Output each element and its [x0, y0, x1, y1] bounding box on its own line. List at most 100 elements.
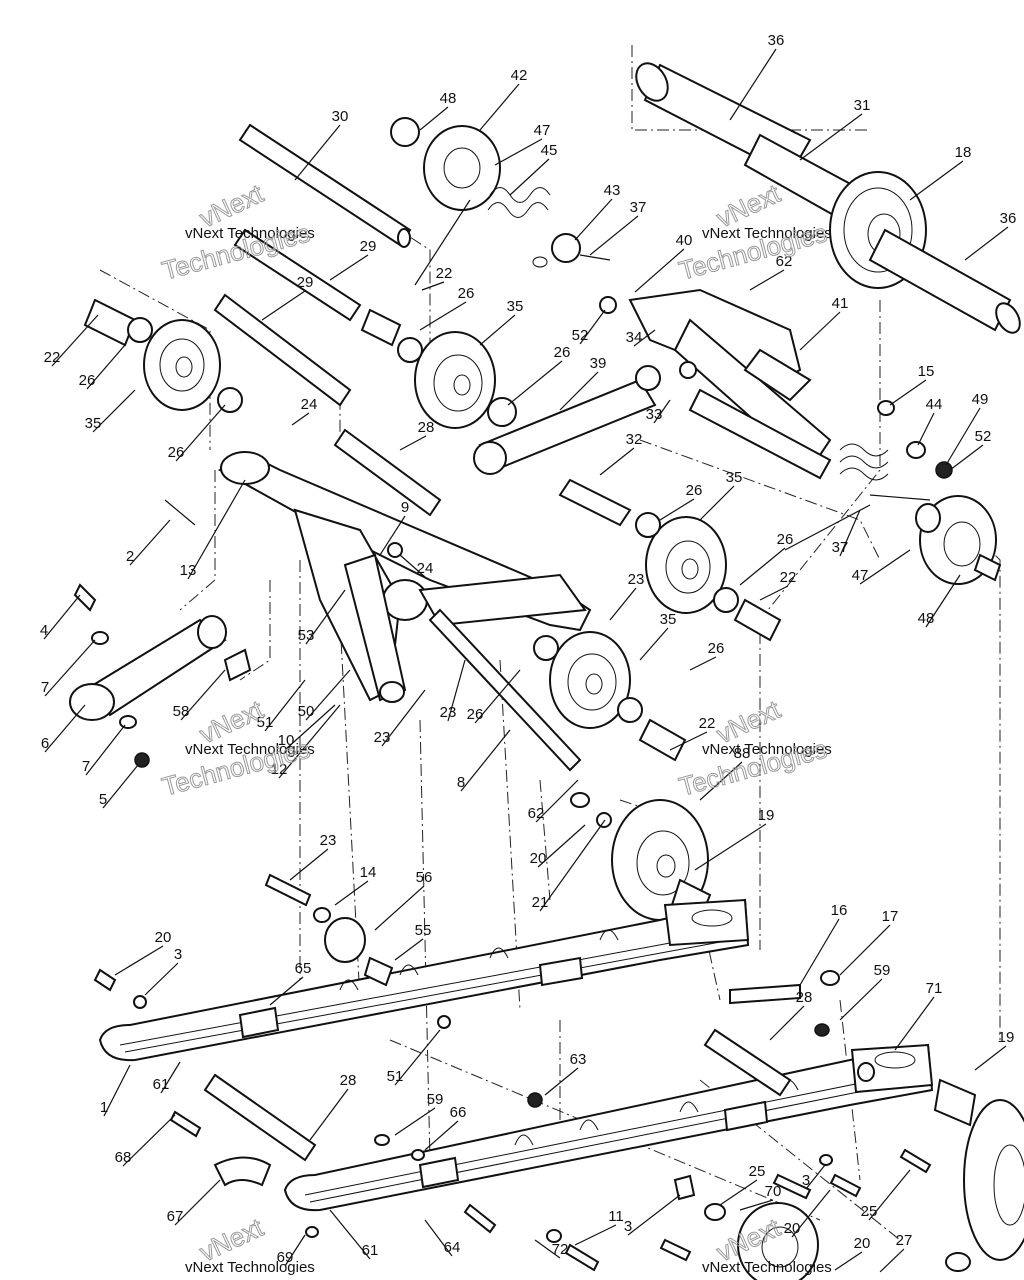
- callout-number: 67: [167, 1208, 184, 1225]
- callout-number: 12: [271, 761, 288, 778]
- callout-number: 69: [277, 1249, 294, 1266]
- callout-leader-line: [509, 158, 550, 196]
- callout-number: 88: [734, 745, 751, 762]
- callout-leader-line: [729, 48, 777, 121]
- shock-39: [473, 365, 661, 475]
- wheel-35-lower: [533, 631, 687, 762]
- callout-number: 59: [874, 962, 891, 979]
- wheel-35-left: [83, 298, 243, 413]
- callout-number: 28: [418, 419, 435, 436]
- callout-number: 63: [570, 1051, 587, 1068]
- callout-leader-line: [799, 113, 863, 161]
- callout-number: 20: [155, 929, 172, 946]
- callout-leader-line: [769, 1005, 805, 1041]
- callout-leader-line: [653, 399, 671, 424]
- rod-28-upper: [333, 428, 632, 527]
- callout-number: 2: [126, 548, 134, 565]
- callout-number: 31: [854, 97, 871, 114]
- callout-number: 51: [387, 1068, 404, 1085]
- watermark-company-text: vNext Technologies: [702, 225, 832, 242]
- callout-number: 22: [44, 349, 61, 366]
- callout-number: 39: [590, 355, 607, 372]
- callout-number: 50: [298, 703, 315, 720]
- callout-number: 43: [604, 182, 621, 199]
- axle-spacer-36: [868, 228, 1021, 334]
- callout-leader-line: [639, 627, 669, 661]
- callout-number: 32: [626, 431, 643, 448]
- callout-number: 26: [79, 372, 96, 389]
- bolt-37-top: [551, 233, 611, 263]
- callout-number: 23: [320, 832, 337, 849]
- callout-number: 22: [699, 715, 716, 732]
- watermark-company-text: vNext Technologies: [185, 225, 315, 242]
- callout-leader-line: [479, 314, 516, 346]
- callout-leader-line: [669, 731, 708, 751]
- callout-leader-line: [309, 1088, 349, 1141]
- callout-number: 47: [852, 567, 869, 584]
- callout-number: 37: [832, 539, 849, 556]
- callout-leader-line: [889, 379, 927, 406]
- callout-leader-line: [394, 1029, 441, 1086]
- callout-number: 10: [278, 732, 295, 749]
- callout-number: 11: [608, 1208, 624, 1225]
- callout-leader-line: [839, 509, 861, 557]
- callout-leader-line: [739, 547, 786, 586]
- rail-1: [93, 873, 750, 1062]
- callout-leader-line: [559, 371, 599, 411]
- callout-leader-line: [627, 1194, 681, 1236]
- callout-leader-line: [537, 824, 586, 868]
- link-6: [69, 499, 252, 768]
- wheel-42: [390, 117, 501, 211]
- callout-leader-line: [964, 226, 1009, 261]
- callout-leader-line: [839, 924, 891, 976]
- callout-leader-line: [574, 198, 613, 241]
- watermark-company-text: vNext Technologies: [185, 1259, 315, 1276]
- callout-leader-line: [925, 574, 961, 628]
- callout-number: 65: [295, 960, 312, 977]
- callout-leader-line: [394, 1107, 436, 1136]
- callout-leader-line: [539, 819, 606, 912]
- callout-leader-line: [261, 290, 306, 321]
- callout-number: 52: [572, 327, 589, 344]
- watermark-company-text: vNext Technologies: [185, 741, 315, 758]
- watermark-company-text: vNext Technologies: [702, 1259, 832, 1276]
- callout-number: 14: [360, 864, 377, 881]
- callout-leader-line: [175, 404, 226, 462]
- callout-number: 19: [998, 1029, 1015, 1046]
- callout-number: 26: [467, 706, 484, 723]
- callout-leader-line: [599, 447, 635, 476]
- callout-number: 61: [362, 1242, 379, 1259]
- callout-number: 3: [802, 1172, 810, 1189]
- callout-leader-line: [92, 389, 136, 433]
- callout-leader-line: [174, 1179, 221, 1226]
- callout-number: 30: [332, 108, 349, 125]
- spring-45: [414, 187, 551, 286]
- callout-leader-line: [574, 1224, 617, 1246]
- callout-number: 21: [532, 894, 549, 911]
- callout-leader-line: [659, 498, 695, 521]
- callout-leader-line: [102, 764, 139, 809]
- callout-number: 35: [660, 611, 677, 628]
- callout-leader-line: [739, 1199, 774, 1211]
- callout-number: 41: [832, 295, 849, 312]
- callout-number: 71: [926, 980, 943, 997]
- callout-number: 34: [626, 329, 643, 346]
- wheel-35-mid: [635, 512, 782, 642]
- callout-leader-line: [609, 587, 637, 621]
- callout-leader-line: [534, 1239, 561, 1259]
- callout-number: 59: [427, 1091, 444, 1108]
- callout-number: 20: [854, 1235, 871, 1252]
- callout-leader-line: [285, 704, 336, 750]
- callout-leader-line: [399, 554, 426, 578]
- callout-leader-line: [749, 269, 785, 291]
- callout-number: 4: [40, 622, 48, 639]
- callout-leader-line: [579, 309, 606, 345]
- callout-leader-line: [43, 594, 81, 640]
- callout-number: 5: [99, 791, 107, 808]
- callout-leader-line: [699, 485, 735, 521]
- callout-number: 35: [507, 298, 524, 315]
- callout-leader-line: [278, 704, 341, 779]
- callout-number: 3: [174, 946, 182, 963]
- callout-number: 24: [417, 560, 434, 577]
- callout-leader-line: [85, 724, 126, 776]
